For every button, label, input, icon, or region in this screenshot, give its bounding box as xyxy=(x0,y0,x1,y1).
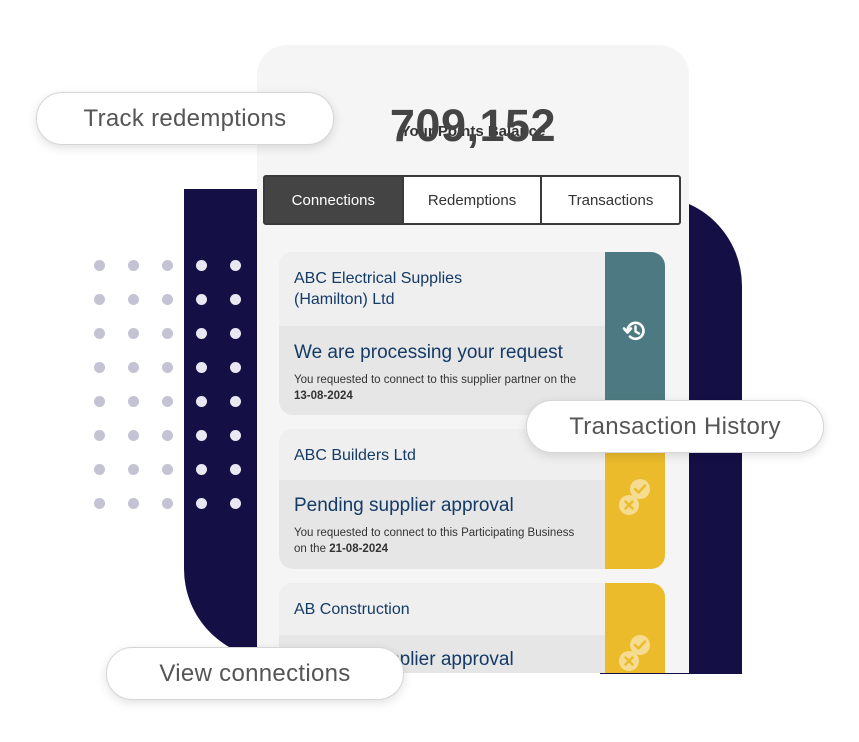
decorative-dot xyxy=(196,430,207,441)
callout-track-redemptions: Track redemptions xyxy=(36,92,334,145)
decorative-dot xyxy=(94,294,105,305)
decorative-dot xyxy=(230,396,241,407)
tab-bar: Connections Redemptions Transactions xyxy=(263,175,681,225)
connection-description: You requested to connect to this Partici… xyxy=(294,525,585,557)
app-screen: Your Points Balance 709,152 Connections … xyxy=(257,45,689,673)
decorative-dot xyxy=(94,362,105,373)
decorative-dot xyxy=(128,294,139,305)
points-balance-value: 709,152 xyxy=(389,100,557,151)
decorative-dot xyxy=(196,260,207,271)
tab-connections[interactable]: Connections xyxy=(265,177,404,223)
decorative-dot xyxy=(128,498,139,509)
callout-view-connections: View connections xyxy=(106,647,404,700)
decorative-dot xyxy=(94,328,105,339)
decorative-dot xyxy=(94,260,105,271)
decorative-dot xyxy=(128,328,139,339)
decorative-dot xyxy=(162,362,173,373)
decorative-dot xyxy=(128,430,139,441)
supplier-name: AB Construction xyxy=(294,601,410,618)
decorative-dot xyxy=(162,328,173,339)
request-date: 13-08-2024 xyxy=(294,390,353,402)
description-text: You requested to connect to this supplie… xyxy=(294,374,577,386)
decorative-dot-grid xyxy=(94,260,244,515)
approval-pending-icon xyxy=(615,475,655,524)
decorative-dot xyxy=(230,464,241,475)
connection-status: We are processing your request xyxy=(294,342,563,363)
decorative-dot xyxy=(230,260,241,271)
decorative-dot xyxy=(94,464,105,475)
tab-redemptions[interactable]: Redemptions xyxy=(404,177,543,223)
decorative-dot xyxy=(162,464,173,475)
decorative-dot xyxy=(230,362,241,373)
decorative-dot xyxy=(128,362,139,373)
decorative-dot xyxy=(128,260,139,271)
connection-status: Pending supplier approval xyxy=(294,495,514,516)
history-icon xyxy=(621,317,649,350)
decorative-dot xyxy=(196,464,207,475)
decorative-dot xyxy=(162,294,173,305)
tab-transactions[interactable]: Transactions xyxy=(568,191,654,209)
decorative-dot xyxy=(230,498,241,509)
decorative-dot xyxy=(128,464,139,475)
request-date: 21-08-2024 xyxy=(329,543,389,555)
status-side-panel[interactable] xyxy=(605,252,665,415)
connection-card[interactable]: ABC Electrical Supplies (Hamilton) Ltd W… xyxy=(279,252,665,415)
supplier-name-line2: (Hamilton) Ltd xyxy=(294,291,395,308)
decorative-dot xyxy=(94,396,105,407)
connection-card-header: AB Construction xyxy=(279,583,665,635)
decorative-dot xyxy=(94,430,105,441)
decorative-dot xyxy=(128,396,139,407)
decorative-dot xyxy=(196,362,207,373)
decorative-dot xyxy=(162,396,173,407)
decorative-dot xyxy=(230,328,241,339)
connection-card-header: ABC Electrical Supplies (Hamilton) Ltd xyxy=(279,252,665,326)
decorative-dot xyxy=(162,430,173,441)
points-balance-label: Your Points Balance xyxy=(400,123,546,140)
decorative-dot xyxy=(196,498,207,509)
connection-card-body: Pending supplier approval You requested … xyxy=(294,495,585,557)
decorative-dot xyxy=(230,430,241,441)
decorative-dot xyxy=(230,294,241,305)
supplier-name: ABC Electrical Supplies xyxy=(294,270,463,287)
connection-description: You requested to connect to this supplie… xyxy=(294,372,585,404)
description-text: You requested to connect to this Partici… xyxy=(294,527,575,555)
decorative-dot xyxy=(162,498,173,509)
callout-transaction-history: Transaction History xyxy=(526,400,824,453)
decorative-dot xyxy=(196,396,207,407)
decorative-dot xyxy=(162,260,173,271)
status-side-panel[interactable] xyxy=(605,583,665,673)
decorative-dot xyxy=(196,294,207,305)
approval-pending-icon xyxy=(615,631,655,673)
decorative-dot xyxy=(196,328,207,339)
connection-card-body: We are processing your request You reque… xyxy=(294,342,585,404)
decorative-dot xyxy=(94,498,105,509)
supplier-name: ABC Builders Ltd xyxy=(294,447,416,464)
